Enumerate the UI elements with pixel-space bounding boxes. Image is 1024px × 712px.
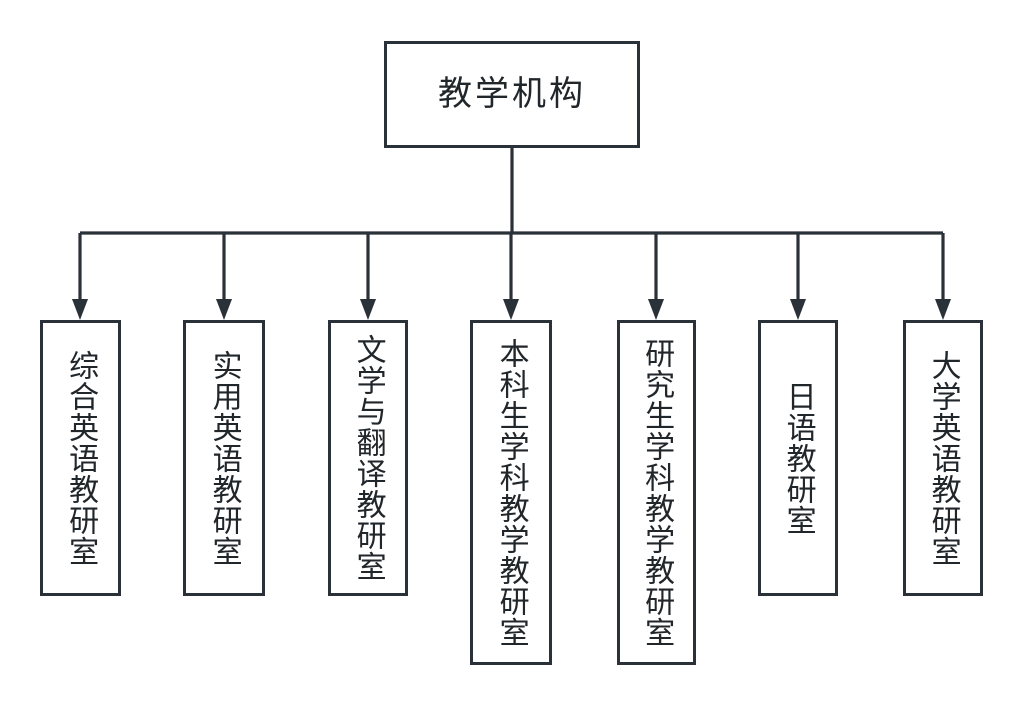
child-node-4[interactable]: 本科生学科教学教研室 [470, 320, 552, 665]
child-node-1[interactable]: 综合英语教研室 [40, 320, 121, 596]
child-node-3[interactable]: 文学与翻译教研室 [328, 320, 408, 596]
child-node-6[interactable]: 日语教研室 [758, 320, 838, 596]
arrowhead-7 [935, 299, 951, 320]
root-node-label: 教学机构 [438, 75, 586, 114]
root-node-teaching-organization[interactable]: 教学机构 [384, 41, 640, 148]
child-node-label-6: 日语教研室 [781, 380, 815, 536]
child-node-7[interactable]: 大学英语教研室 [903, 320, 983, 596]
child-node-label-3: 文学与翻译教研室 [351, 334, 385, 582]
child-node-5[interactable]: 研究生学科教学教研室 [617, 320, 696, 665]
arrowhead-2 [216, 299, 232, 320]
child-node-label-2: 实用英语教研室 [207, 349, 241, 567]
child-node-label-1: 综合英语教研室 [64, 349, 98, 567]
child-node-label-7: 大学英语教研室 [926, 349, 960, 567]
arrowhead-4 [503, 299, 519, 320]
child-node-2[interactable]: 实用英语教研室 [183, 320, 265, 596]
arrowhead-5 [648, 299, 664, 320]
arrowhead-1 [72, 299, 88, 320]
arrowhead-6 [790, 299, 806, 320]
arrowhead-3 [360, 299, 376, 320]
child-node-label-5: 研究生学科教学教研室 [640, 337, 674, 648]
child-node-label-4: 本科生学科教学教研室 [494, 337, 528, 648]
